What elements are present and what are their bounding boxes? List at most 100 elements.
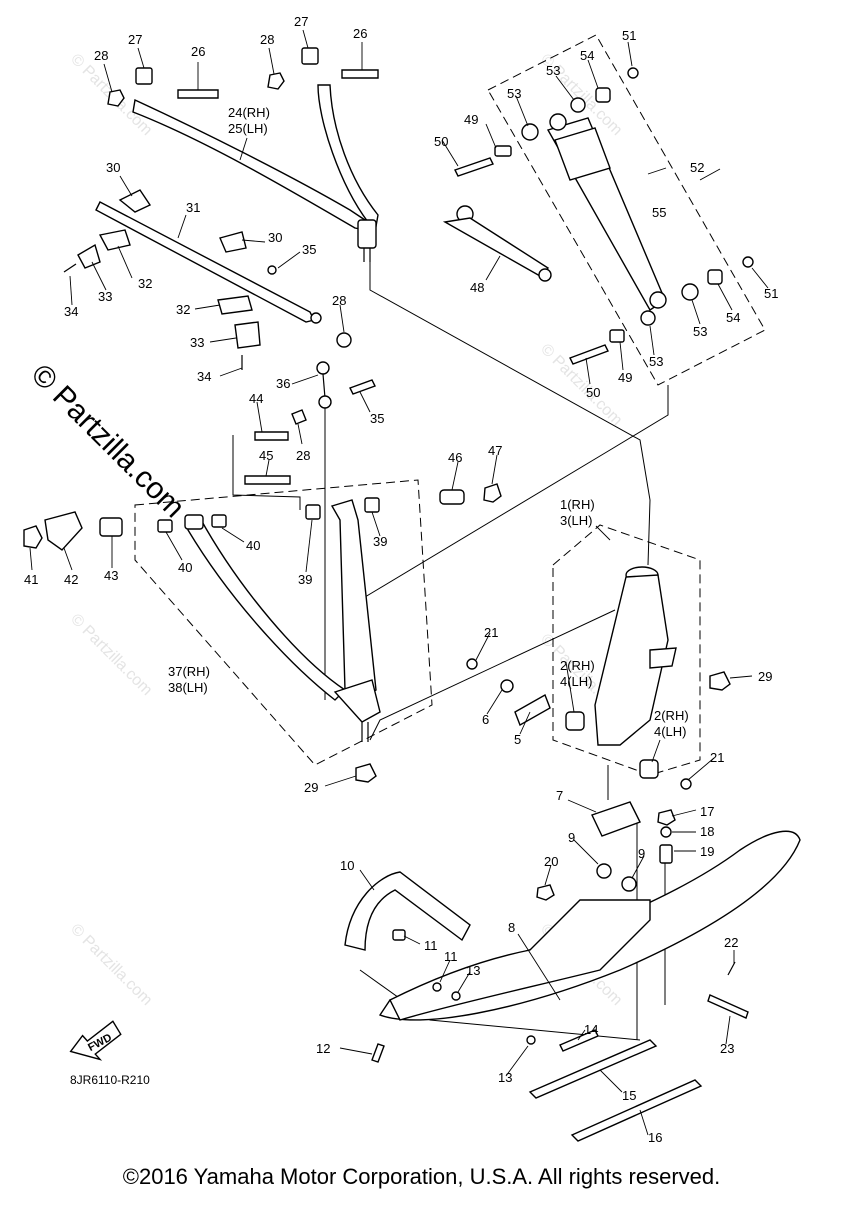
- bolt-34: [63, 263, 77, 273]
- bolt-14: [559, 1029, 599, 1052]
- washer-13: [526, 1035, 536, 1045]
- collar-27: [135, 67, 153, 85]
- collar-11: [392, 929, 406, 941]
- callout-8: 8: [508, 920, 515, 935]
- callout-53: 53: [693, 324, 707, 339]
- callout-19: 19: [700, 844, 714, 859]
- faint-watermark: © Partzilla.com: [67, 611, 155, 699]
- spindle-group-box: [552, 524, 701, 776]
- callout-39: 39: [298, 572, 312, 587]
- runner-16: [570, 1079, 703, 1142]
- callout-9: 9: [568, 830, 575, 845]
- collar-54: [707, 269, 723, 285]
- callout-52: 52: [690, 160, 704, 175]
- bracket-32: [98, 229, 131, 251]
- nut-28: [107, 89, 125, 107]
- clamp-30: [118, 189, 152, 213]
- ski-handle-10: [344, 871, 471, 951]
- nut-47: [483, 483, 502, 503]
- callout-14: 14: [584, 1022, 598, 1037]
- bush-2-4: [639, 759, 659, 779]
- shock-absorber: [454, 67, 754, 365]
- callout-51: 51: [764, 286, 778, 301]
- steering-rod: [442, 205, 552, 282]
- bolt-23: [707, 994, 749, 1019]
- nut-29: [709, 671, 731, 691]
- callout-labels: 27 26 28 27 26 28 24(RH) 25(LH) 30 31 32…: [24, 14, 778, 1145]
- callout-28: 28: [296, 448, 310, 463]
- callout-7: 7: [556, 788, 563, 803]
- callout-20: 20: [544, 854, 558, 869]
- callout-26: 26: [191, 44, 205, 59]
- callout-5: 5: [514, 732, 521, 747]
- collar-49: [494, 145, 512, 157]
- callout-54: 54: [580, 48, 594, 63]
- washer-18: [660, 826, 672, 838]
- callout-29: 29: [304, 780, 318, 795]
- callout-39: 39: [373, 534, 387, 549]
- spindle: [355, 566, 731, 790]
- callout-17: 17: [700, 804, 714, 819]
- bush-53: [640, 310, 656, 326]
- stabilizer-link: [244, 361, 376, 485]
- collar-6: [500, 679, 514, 693]
- callout-2: 2(RH): [560, 658, 595, 673]
- callout-32: 32: [176, 302, 190, 317]
- callout-53: 53: [546, 63, 560, 78]
- callout-46: 46: [448, 450, 462, 465]
- callout-4: 4(LH): [560, 674, 593, 689]
- nut-28: [267, 72, 285, 90]
- nut-29: [355, 763, 377, 783]
- callout-33: 33: [98, 289, 112, 304]
- faint-watermark: © Partzilla.com: [67, 921, 155, 1009]
- nut-51: [627, 67, 639, 79]
- callout-15: 15: [622, 1088, 636, 1103]
- collar-49: [609, 329, 625, 343]
- collar-19: [659, 844, 673, 864]
- callout-53: 53: [649, 354, 663, 369]
- callout-27: 27: [294, 14, 308, 29]
- callout-13: 13: [466, 963, 480, 978]
- callout-6: 6: [482, 712, 489, 727]
- callout-49: 49: [464, 112, 478, 127]
- callout-2: 2(RH): [654, 708, 689, 723]
- collar-46: [439, 489, 465, 505]
- copyright-notice: ©2016 Yamaha Motor Corporation, U.S.A. A…: [122, 1164, 721, 1189]
- bolt-50: [454, 157, 494, 177]
- collar-43: [99, 517, 123, 537]
- callout-24: 24(RH): [228, 105, 270, 120]
- collar-27: [301, 47, 319, 65]
- callout-23: 23: [720, 1041, 734, 1056]
- nut-41: [23, 525, 43, 549]
- callout-13: 13: [498, 1070, 512, 1085]
- lower-arm-group-box: [134, 479, 433, 766]
- callout-11: 11: [444, 949, 458, 964]
- callout-43: 43: [104, 568, 118, 583]
- shock-group-box: [487, 34, 766, 386]
- callout-49: 49: [618, 370, 632, 385]
- bolt-26: [341, 69, 379, 79]
- callout-51: 51: [622, 28, 636, 43]
- bush-53: [570, 97, 586, 113]
- callout-21: 21: [484, 625, 498, 640]
- callout-45: 45: [259, 448, 273, 463]
- callout-40: 40: [178, 560, 192, 575]
- callout-29: 29: [758, 669, 772, 684]
- callout-22: 22: [724, 935, 738, 950]
- bolt-44: [254, 431, 289, 441]
- stabilizer-bar: [63, 189, 352, 370]
- callout-28: 28: [94, 48, 108, 63]
- nut-20: [536, 884, 555, 901]
- callout-1: 1(RH): [560, 497, 595, 512]
- leader-lines: [29, 29, 769, 1136]
- callout-34: 34: [64, 304, 78, 319]
- callout-3: 3(LH): [560, 513, 593, 528]
- callout-50: 50: [434, 134, 448, 149]
- bush-9: [596, 863, 612, 879]
- callout-10: 10: [340, 858, 354, 873]
- callout-18: 18: [700, 824, 714, 839]
- callout-25: 25(LH): [228, 121, 268, 136]
- callout-35: 35: [302, 242, 316, 257]
- washer-21: [466, 658, 478, 670]
